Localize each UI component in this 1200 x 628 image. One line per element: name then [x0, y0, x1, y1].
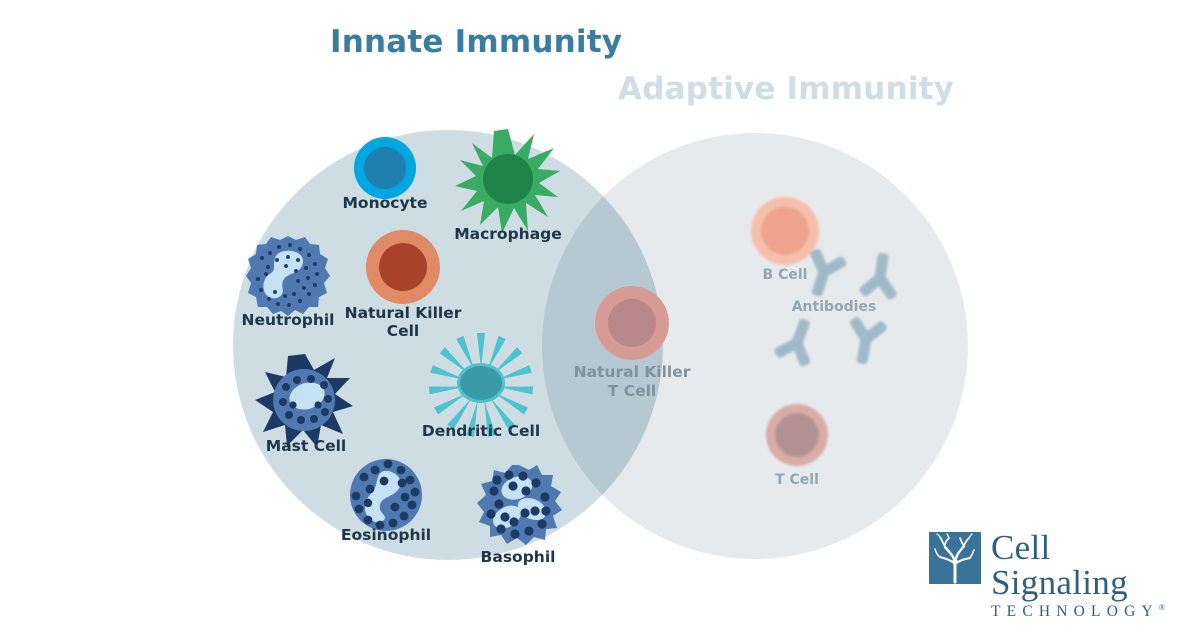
adaptive-immunity-title: Adaptive Immunity	[618, 71, 955, 107]
logo-wordmark: Cell Signaling TECHNOLOGY®	[991, 530, 1181, 621]
label-basophil: Basophil	[480, 548, 556, 566]
logo-company-name: Cell Signaling	[991, 528, 1128, 602]
label-t-cell: T Cell	[775, 472, 819, 488]
logo-tree-icon	[929, 532, 981, 584]
cell-monocyte	[354, 137, 416, 199]
cell-neutrophil	[246, 236, 330, 316]
cell-b-cell	[751, 197, 819, 265]
cell-eosinophil	[350, 459, 422, 531]
label-mast-cell: Mast Cell	[265, 437, 347, 455]
innate-immunity-circle	[233, 130, 663, 560]
label-eosinophil: Eosinophil	[340, 526, 432, 544]
adaptive-immunity-circle	[542, 133, 968, 559]
cell-t-cell	[766, 404, 828, 466]
logo-tagline-text: TECHNOLOGY	[991, 603, 1159, 621]
logo-tagline: TECHNOLOGY®	[991, 603, 1181, 621]
cell-signaling-technology-logo[interactable]: Cell Signaling TECHNOLOGY®	[929, 530, 1181, 620]
label-b-cell: B Cell	[762, 267, 808, 283]
tree-glyph	[934, 533, 975, 584]
label-natural-killer-t-cell: Natural Killer T Cell	[573, 363, 691, 400]
label-natural-killer-cell: Natural Killer Cell	[344, 304, 462, 340]
label-antibodies: Antibodies	[791, 299, 877, 315]
label-macrophage: Macrophage	[454, 225, 562, 243]
label-dendritic-cell: Dendritic Cell	[421, 422, 541, 440]
registered-trademark-icon: ®	[1158, 603, 1165, 612]
cell-natural-killer	[366, 230, 440, 304]
label-monocyte: Monocyte	[342, 194, 428, 212]
label-neutrophil: Neutrophil	[241, 311, 335, 329]
cell-natural-killer-t	[595, 286, 669, 360]
innate-immunity-title: Innate Immunity	[330, 24, 623, 60]
